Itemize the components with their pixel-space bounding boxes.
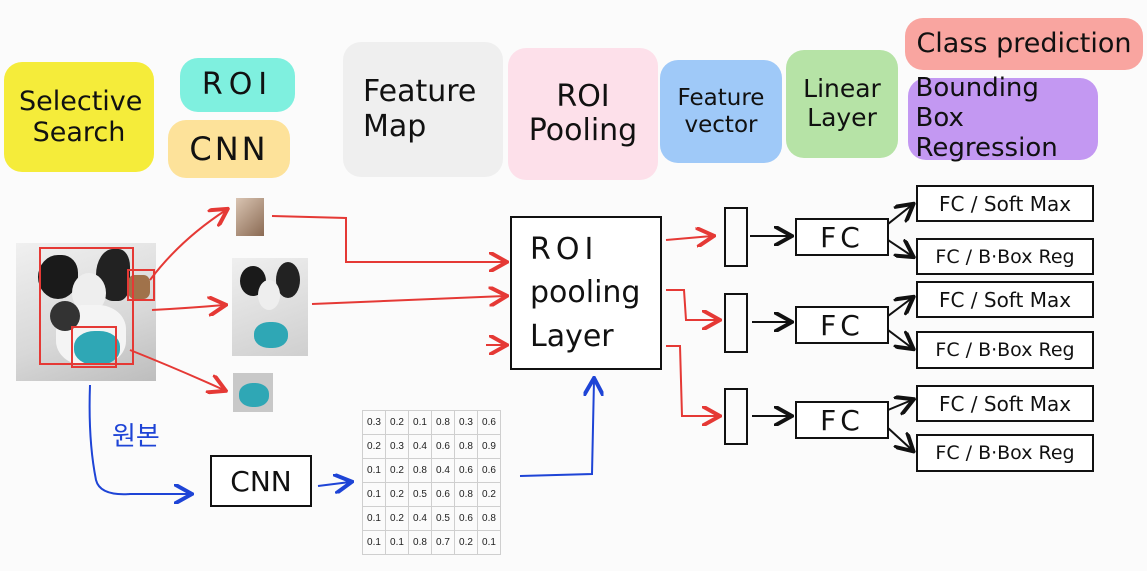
feature-vector-1 bbox=[724, 207, 748, 267]
stage-cnn: CNN bbox=[168, 120, 290, 178]
roi-pooling-layer-box: ROI pooling Layer bbox=[510, 216, 662, 370]
linear-layer-label: Linear Layer bbox=[803, 74, 881, 132]
head-2-cls-label: FC / Soft Max bbox=[938, 287, 1072, 312]
feature-map-table: 0.3 0.2 0.1 0.8 0.3 0.6 0.2 0.3 0.4 0.6 … bbox=[362, 410, 501, 555]
fc-label-2: FC bbox=[820, 308, 864, 342]
fm-cell: 0.1 bbox=[385, 530, 409, 555]
head-2-cls: FC / Soft Max bbox=[916, 281, 1094, 318]
arrow-fc1-to-reg bbox=[887, 240, 912, 256]
proposal-box-toy bbox=[71, 326, 117, 368]
class-prediction-label: Class prediction bbox=[916, 28, 1132, 60]
feature-map-row: 0.3 0.2 0.1 0.8 0.3 0.6 bbox=[362, 410, 501, 435]
arrow-fc1-to-cls bbox=[887, 205, 912, 225]
fm-cell: 0.8 bbox=[477, 506, 501, 531]
arrow-pool-to-vec3 bbox=[666, 345, 718, 416]
roi-pooling-layer-line1: ROI bbox=[530, 231, 599, 267]
arrow-fc3-to-reg bbox=[887, 427, 912, 450]
fm-cell: 0.9 bbox=[477, 434, 501, 459]
fm-cell: 0.1 bbox=[477, 530, 501, 555]
feature-map-label: Feature Map bbox=[363, 74, 477, 144]
feature-map-row: 0.1 0.2 0.5 0.6 0.8 0.2 bbox=[362, 482, 501, 507]
fm-cell: 0.7 bbox=[431, 530, 455, 555]
fc-label-3: FC bbox=[820, 403, 864, 437]
stage-feature-map: Feature Map bbox=[343, 42, 503, 177]
head-3-reg-label: FC / B·Box Reg bbox=[935, 442, 1075, 464]
proposal-box-large bbox=[39, 247, 134, 365]
bbox-regression-label: Bounding Box Regression bbox=[915, 73, 1058, 163]
crop-toy-region bbox=[233, 373, 273, 412]
fm-cell: 0.6 bbox=[477, 410, 501, 435]
fc-box-3: FC bbox=[795, 401, 889, 439]
stage-bbox-regression: Bounding Box Regression bbox=[908, 73, 1098, 163]
arrow-to-crop-toy bbox=[129, 349, 224, 390]
crop-toy bbox=[254, 322, 288, 348]
toy bbox=[74, 331, 120, 365]
fc-box-1: FC bbox=[795, 218, 889, 256]
roi-label: ROI bbox=[201, 66, 274, 102]
fm-cell: 0.6 bbox=[477, 458, 501, 483]
selective-search-label: Selective Search bbox=[19, 85, 143, 148]
proposal-box-small bbox=[127, 269, 155, 301]
fm-cell: 0.3 bbox=[454, 410, 478, 435]
arrow-crop-small-to-pool bbox=[271, 215, 505, 262]
fm-cell: 0.6 bbox=[454, 506, 478, 531]
head-1-cls-label: FC / Soft Max bbox=[938, 191, 1072, 216]
head-1-reg: FC / B·Box Reg bbox=[916, 238, 1094, 275]
stage-feature-vector: Feature vector bbox=[660, 60, 782, 163]
fm-cell: 0.1 bbox=[362, 506, 386, 531]
cnn-box: CNN bbox=[210, 455, 312, 507]
cnn-label: CNN bbox=[189, 129, 269, 168]
arrow-pool-to-vec1 bbox=[665, 236, 712, 240]
crop-large bbox=[232, 258, 308, 356]
stage-selective-search: Selective Search bbox=[4, 62, 154, 172]
feature-map-row: 0.1 0.2 0.4 0.5 0.6 0.8 bbox=[362, 506, 501, 531]
feature-map-row: 0.1 0.1 0.8 0.7 0.2 0.1 bbox=[362, 530, 501, 555]
head-2-reg-label: FC / B·Box Reg bbox=[935, 339, 1075, 361]
crop-dog-face bbox=[258, 280, 280, 310]
feature-vector-3 bbox=[724, 388, 748, 445]
arrow-fc2-to-cls bbox=[887, 298, 912, 317]
arrow-original-to-cnn bbox=[88, 384, 190, 494]
head-1-cls: FC / Soft Max bbox=[916, 185, 1094, 222]
roi-pooling-label: ROI Pooling bbox=[528, 78, 638, 148]
arrow-pool-to-vec2 bbox=[666, 289, 718, 320]
fm-cell: 0.2 bbox=[362, 434, 386, 459]
original-label: 원본 bbox=[112, 422, 160, 452]
arrow-fc3-to-cls bbox=[887, 400, 912, 410]
arrow-crop-large-to-pool bbox=[311, 296, 505, 304]
fm-cell: 0.8 bbox=[454, 434, 478, 459]
head-3-cls-label: FC / Soft Max bbox=[938, 391, 1072, 416]
arrow-to-crop-small bbox=[149, 210, 226, 281]
fc-box-2: FC bbox=[795, 306, 889, 344]
stage-roi-pooling: ROI Pooling bbox=[508, 48, 658, 180]
head-2-reg: FC / B·Box Reg bbox=[916, 331, 1094, 369]
stage-roi: ROI bbox=[180, 58, 295, 112]
stage-linear-layer: Linear Layer bbox=[786, 50, 898, 158]
stage-class-prediction: Class prediction bbox=[905, 18, 1143, 70]
feature-vector-label: Feature vector bbox=[677, 85, 765, 138]
arrow-featuremap-to-pool bbox=[519, 380, 594, 477]
cnn-box-label: CNN bbox=[230, 464, 292, 498]
head-1-reg-label: FC / B·Box Reg bbox=[935, 245, 1075, 268]
crop-small bbox=[236, 198, 264, 236]
crop-toy-shape bbox=[239, 383, 269, 407]
feature-map-row: 0.2 0.3 0.4 0.6 0.8 0.9 bbox=[362, 434, 501, 459]
arrow-fc2-to-reg bbox=[887, 329, 912, 348]
arrow-cnn-to-featuremap bbox=[317, 482, 350, 486]
crop-dog-ear-right bbox=[276, 262, 300, 298]
dog-ear-left bbox=[38, 255, 78, 299]
head-3-reg: FC / B·Box Reg bbox=[916, 434, 1094, 472]
feature-vector-2 bbox=[724, 293, 748, 353]
fm-cell: 0.1 bbox=[362, 458, 386, 483]
fm-cell: 0.2 bbox=[454, 530, 478, 555]
fm-cell: 0.1 bbox=[408, 410, 432, 435]
head-3-cls: FC / Soft Max bbox=[916, 385, 1094, 422]
arrow-to-crop-large bbox=[151, 305, 224, 310]
roi-pooling-layer-line2: pooling bbox=[530, 275, 641, 311]
fc-label-1: FC bbox=[820, 220, 864, 254]
roi-pooling-layer-line3: Layer bbox=[530, 318, 614, 354]
